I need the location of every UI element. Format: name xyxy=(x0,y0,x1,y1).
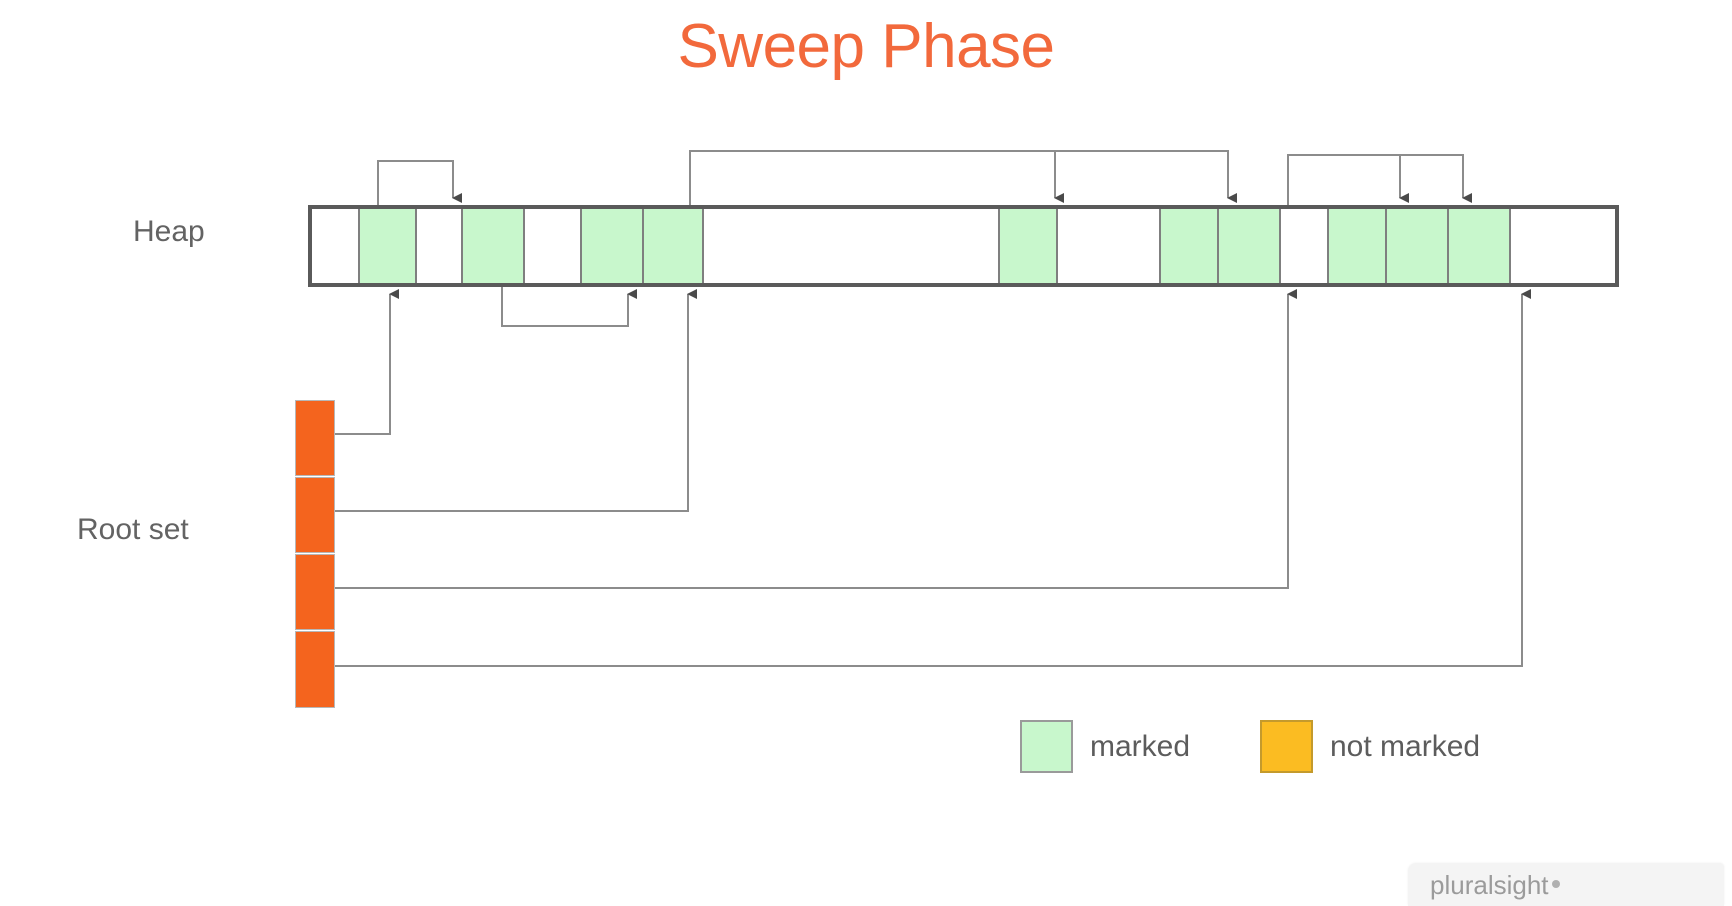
legend-swatch-not-marked-icon xyxy=(1260,720,1313,773)
watermark-dot-icon xyxy=(1551,880,1560,888)
connector-root-2 xyxy=(335,289,1297,589)
heap-cell-10 xyxy=(1161,209,1219,283)
connector-top-2-span xyxy=(689,150,1237,205)
legend-label-not-marked: not marked xyxy=(1330,729,1481,763)
heap-cell-2 xyxy=(417,209,463,283)
legend-swatch-marked-icon xyxy=(1020,720,1073,773)
watermark-text: pluralsight xyxy=(1430,869,1549,900)
connector-root-1 xyxy=(335,289,697,512)
root-set-label: Root set xyxy=(77,513,189,546)
watermark: pluralsight xyxy=(1408,864,1724,906)
root-set-block-3 xyxy=(295,631,335,708)
page-title: Sweep Phase xyxy=(677,12,1055,81)
heap-bar xyxy=(308,205,1619,287)
root-set-block-0 xyxy=(295,400,335,476)
legend-label-marked: marked xyxy=(1090,729,1191,763)
heap-cell-16 xyxy=(1511,209,1615,283)
heap-cell-3 xyxy=(463,209,525,283)
heap-cell-11 xyxy=(1219,209,1281,283)
heap-cell-9 xyxy=(1058,209,1161,283)
heap-cell-13 xyxy=(1329,209,1387,283)
heap-cell-0 xyxy=(312,209,360,283)
heap-cell-15 xyxy=(1449,209,1511,283)
legend-item-marked: marked xyxy=(1020,720,1190,773)
connector-top-3-span xyxy=(1287,154,1472,205)
heap-cell-8 xyxy=(1000,209,1058,283)
connector-root-3 xyxy=(335,289,1531,667)
heap-cell-14 xyxy=(1387,209,1449,283)
heap-cell-4 xyxy=(525,209,582,283)
connector-bottom-loop xyxy=(501,287,637,327)
root-set-block-1 xyxy=(295,477,335,553)
connector-top-1 xyxy=(377,160,462,205)
connector-root-0 xyxy=(335,289,399,435)
heap-cell-1 xyxy=(360,209,417,283)
legend-item-not-marked: not marked xyxy=(1260,720,1480,773)
heap-cell-12 xyxy=(1281,209,1329,283)
heap-cell-7 xyxy=(704,209,1000,283)
root-set-block-2 xyxy=(295,554,335,630)
heap-cell-5 xyxy=(582,209,644,283)
heap-label: Heap xyxy=(133,215,205,248)
heap-cell-6 xyxy=(644,209,704,283)
